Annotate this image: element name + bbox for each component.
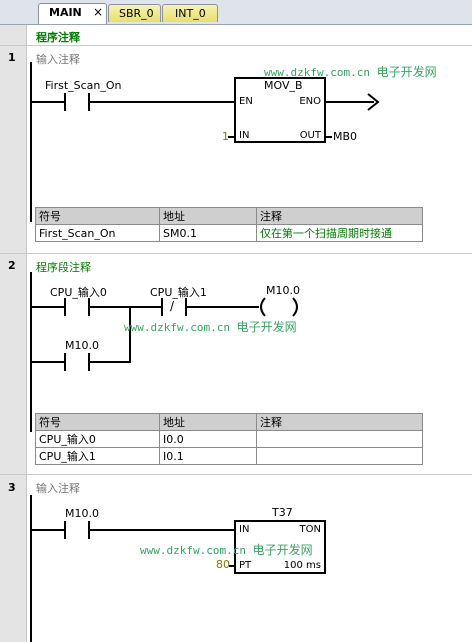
watermark: www.dzkfw.com.cn 电子开发网 <box>140 541 313 558</box>
col-symbol: 符号 <box>35 413 160 431</box>
wire <box>32 306 64 308</box>
cell-address: SM0.1 <box>159 224 257 242</box>
cell-address: I0.0 <box>159 430 257 448</box>
power-rail <box>30 272 32 432</box>
program-comment[interactable]: 程序注释 <box>36 31 80 44</box>
table-row[interactable]: CPU_输入0 I0.0 <box>35 430 423 448</box>
wire <box>90 529 234 531</box>
parallel-contact-label: M10.0 <box>65 339 99 352</box>
network-2-comment[interactable]: 程序段注释 <box>36 261 91 274</box>
wire <box>229 565 234 567</box>
wire <box>32 101 64 103</box>
timer-type: TON <box>299 524 321 535</box>
network-gutter: 1 2 3 <box>0 25 27 642</box>
network-1-comment[interactable]: 输入注释 <box>36 53 80 66</box>
wire <box>90 361 131 363</box>
network-1-number[interactable]: 1 <box>8 51 16 64</box>
wire <box>228 136 234 138</box>
network-3-number[interactable]: 3 <box>8 481 16 494</box>
pt-value: 80 <box>216 558 230 571</box>
cell-comment: 仅在第一个扫描周期时接通 <box>256 224 423 242</box>
pin-eno: ENO <box>299 96 321 107</box>
contact-1-label: CPU_输入0 <box>50 286 107 299</box>
wire <box>32 529 64 531</box>
separator <box>0 253 472 254</box>
tab-sbr-0-label: SBR_0 <box>119 7 154 20</box>
in-value: 1 <box>222 130 229 143</box>
pin-en: EN <box>239 96 253 107</box>
out-value: MB0 <box>333 130 358 143</box>
col-comment: 注释 <box>256 413 423 431</box>
col-symbol: 符号 <box>35 207 160 225</box>
nc-contact[interactable]: / <box>161 298 187 316</box>
network-2-number[interactable]: 2 <box>8 259 16 272</box>
contact-label: First_Scan_On <box>45 79 122 92</box>
watermark-site: 电子开发网 <box>236 320 297 334</box>
watermark: www.dzkfw.com.cn 电子开发网 <box>264 63 437 80</box>
wire <box>90 306 161 308</box>
watermark-site: 电子开发网 <box>252 543 313 557</box>
pin-out: OUT <box>299 130 321 141</box>
nc-slash: / <box>170 299 175 313</box>
separator <box>0 474 472 475</box>
cell-symbol: First_Scan_On <box>35 224 160 242</box>
cell-comment <box>256 447 423 465</box>
coil-label: M10.0 <box>266 284 300 297</box>
cell-symbol: CPU_输入1 <box>35 447 160 465</box>
timer-unit: 100 ms <box>283 560 321 571</box>
tab-int-0[interactable]: INT_0 <box>162 4 218 22</box>
mov-b-block[interactable]: MOV_B EN ENO IN OUT <box>234 77 326 143</box>
symbol-table-1: 符号 地址 注释 First_Scan_On SM0.1 仅在第一个扫描周期时接… <box>35 207 423 242</box>
pin-pt: PT <box>239 560 252 571</box>
no-contact[interactable] <box>64 353 90 371</box>
watermark-url: www.dzkfw.com.cn <box>140 544 246 557</box>
col-comment: 注释 <box>256 207 423 225</box>
separator <box>0 45 472 46</box>
contact-label: M10.0 <box>65 507 99 520</box>
coil-icon[interactable] <box>255 296 303 318</box>
network-3-comment[interactable]: 输入注释 <box>36 482 80 495</box>
tab-bar: MAIN × SBR_0 INT_0 <box>0 0 472 25</box>
timer-name: T37 <box>272 506 293 519</box>
col-address: 地址 <box>159 413 257 431</box>
power-rail <box>30 495 32 642</box>
no-contact[interactable] <box>64 521 90 539</box>
tab-main-label: MAIN <box>49 6 82 19</box>
watermark-url: www.dzkfw.com.cn <box>264 66 370 79</box>
arrow-right-icon <box>367 93 380 111</box>
cell-symbol: CPU_输入0 <box>35 430 160 448</box>
watermark-url: www.dzkfw.com.cn <box>124 321 230 334</box>
table-row[interactable]: First_Scan_On SM0.1 仅在第一个扫描周期时接通 <box>35 224 423 242</box>
wire <box>32 361 64 363</box>
table-row[interactable]: CPU_输入1 I0.1 <box>35 447 423 465</box>
wire <box>187 306 259 308</box>
tab-sbr-0[interactable]: SBR_0 <box>108 4 161 22</box>
pin-in: IN <box>239 130 250 141</box>
eno-wire <box>326 101 374 103</box>
no-contact[interactable] <box>64 298 90 316</box>
wire <box>326 136 332 138</box>
tab-close-icon[interactable]: × <box>92 5 103 19</box>
cell-address: I0.1 <box>159 447 257 465</box>
wire <box>90 101 234 103</box>
symbol-table-2: 符号 地址 注释 CPU_输入0 I0.0 CPU_输入1 I0.1 <box>35 413 423 465</box>
timer-block[interactable]: IN TON PT 100 ms <box>234 520 326 574</box>
power-rail <box>30 62 32 222</box>
no-contact[interactable] <box>64 93 90 111</box>
wire <box>129 306 131 363</box>
tab-int-0-label: INT_0 <box>175 7 206 20</box>
watermark: www.dzkfw.com.cn 电子开发网 <box>124 318 297 335</box>
block-name: MOV_B <box>264 79 303 92</box>
tab-main[interactable]: MAIN × <box>38 3 107 24</box>
pin-in: IN <box>239 524 250 535</box>
col-address: 地址 <box>159 207 257 225</box>
cell-comment <box>256 430 423 448</box>
contact-2-label: CPU_输入1 <box>150 286 207 299</box>
watermark-site: 电子开发网 <box>376 65 437 79</box>
